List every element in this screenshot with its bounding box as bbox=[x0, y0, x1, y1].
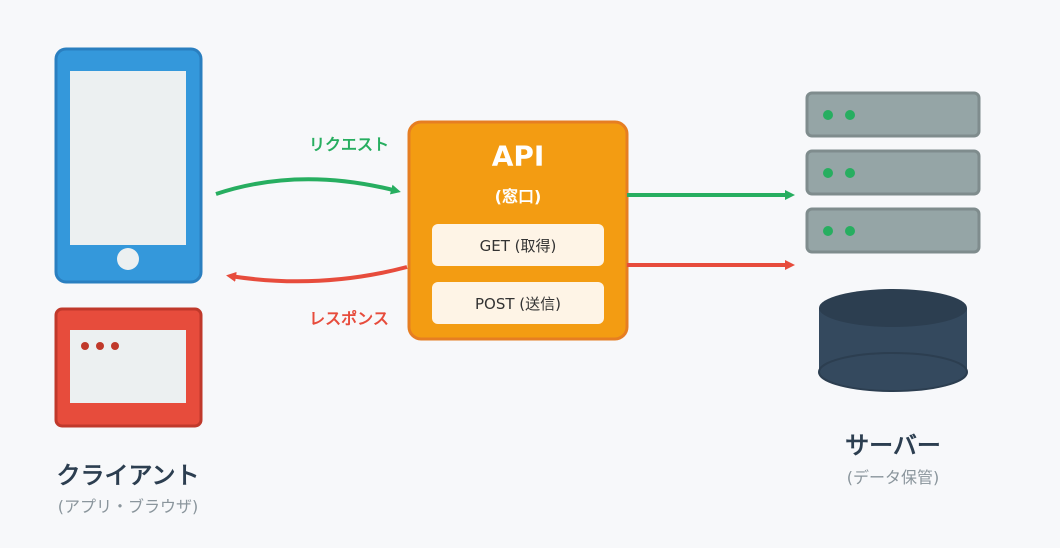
response-arrow bbox=[226, 265, 408, 284]
response-label: レスポンス bbox=[309, 309, 389, 328]
client-title: クライアント bbox=[56, 461, 200, 490]
request-label: リクエスト bbox=[308, 135, 390, 154]
api-subtitle: (窓口) bbox=[494, 187, 542, 206]
smartphone-icon bbox=[54, 47, 203, 284]
request-arrow bbox=[215, 177, 401, 196]
get-method-button[interactable]: GET (取得) bbox=[432, 224, 604, 266]
server-subtitle: (データ保管) bbox=[846, 468, 940, 487]
post-method-button[interactable]: POST (送信) bbox=[432, 282, 604, 324]
client-subtitle: (アプリ・ブラウザ) bbox=[57, 497, 199, 516]
server-rack-icon bbox=[805, 91, 981, 254]
server-title: サーバー bbox=[845, 431, 941, 460]
api-title: API bbox=[491, 139, 545, 173]
browser-window-icon bbox=[54, 307, 203, 428]
database-icon bbox=[818, 289, 968, 392]
